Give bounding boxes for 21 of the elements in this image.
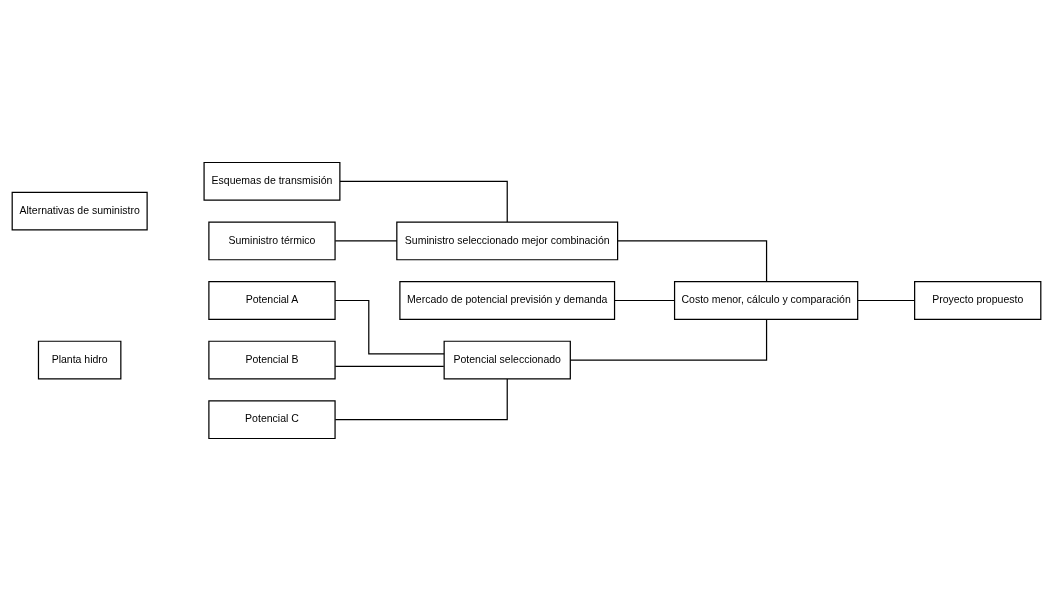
connector [334, 365, 445, 367]
node-box: Suministro seleccionado mejor combinación [396, 221, 619, 261]
connector [334, 240, 398, 242]
connector [614, 299, 676, 302]
node-box: Potencial seleccionado [443, 340, 571, 380]
node-box: Mercado de potencial previsión y demanda [399, 281, 616, 320]
node-box: Suministro térmico [208, 221, 336, 261]
connector [569, 318, 768, 361]
connector [334, 299, 445, 355]
node-box: Potencial C [208, 400, 336, 440]
connector [617, 240, 768, 283]
connector [334, 378, 508, 421]
node-box: Potencial A [208, 281, 336, 320]
connector [857, 299, 915, 302]
node-box: Planta hidro [37, 340, 122, 380]
node-box: Esquemas de transmisión [203, 161, 341, 201]
node-box: Proyecto propuesto [914, 281, 1042, 320]
node-box: Potencial B [208, 340, 336, 380]
node-box: Alternativas de suministro [11, 191, 148, 231]
connector [339, 180, 508, 223]
node-box: Costo menor, cálculo y comparación [673, 281, 859, 320]
